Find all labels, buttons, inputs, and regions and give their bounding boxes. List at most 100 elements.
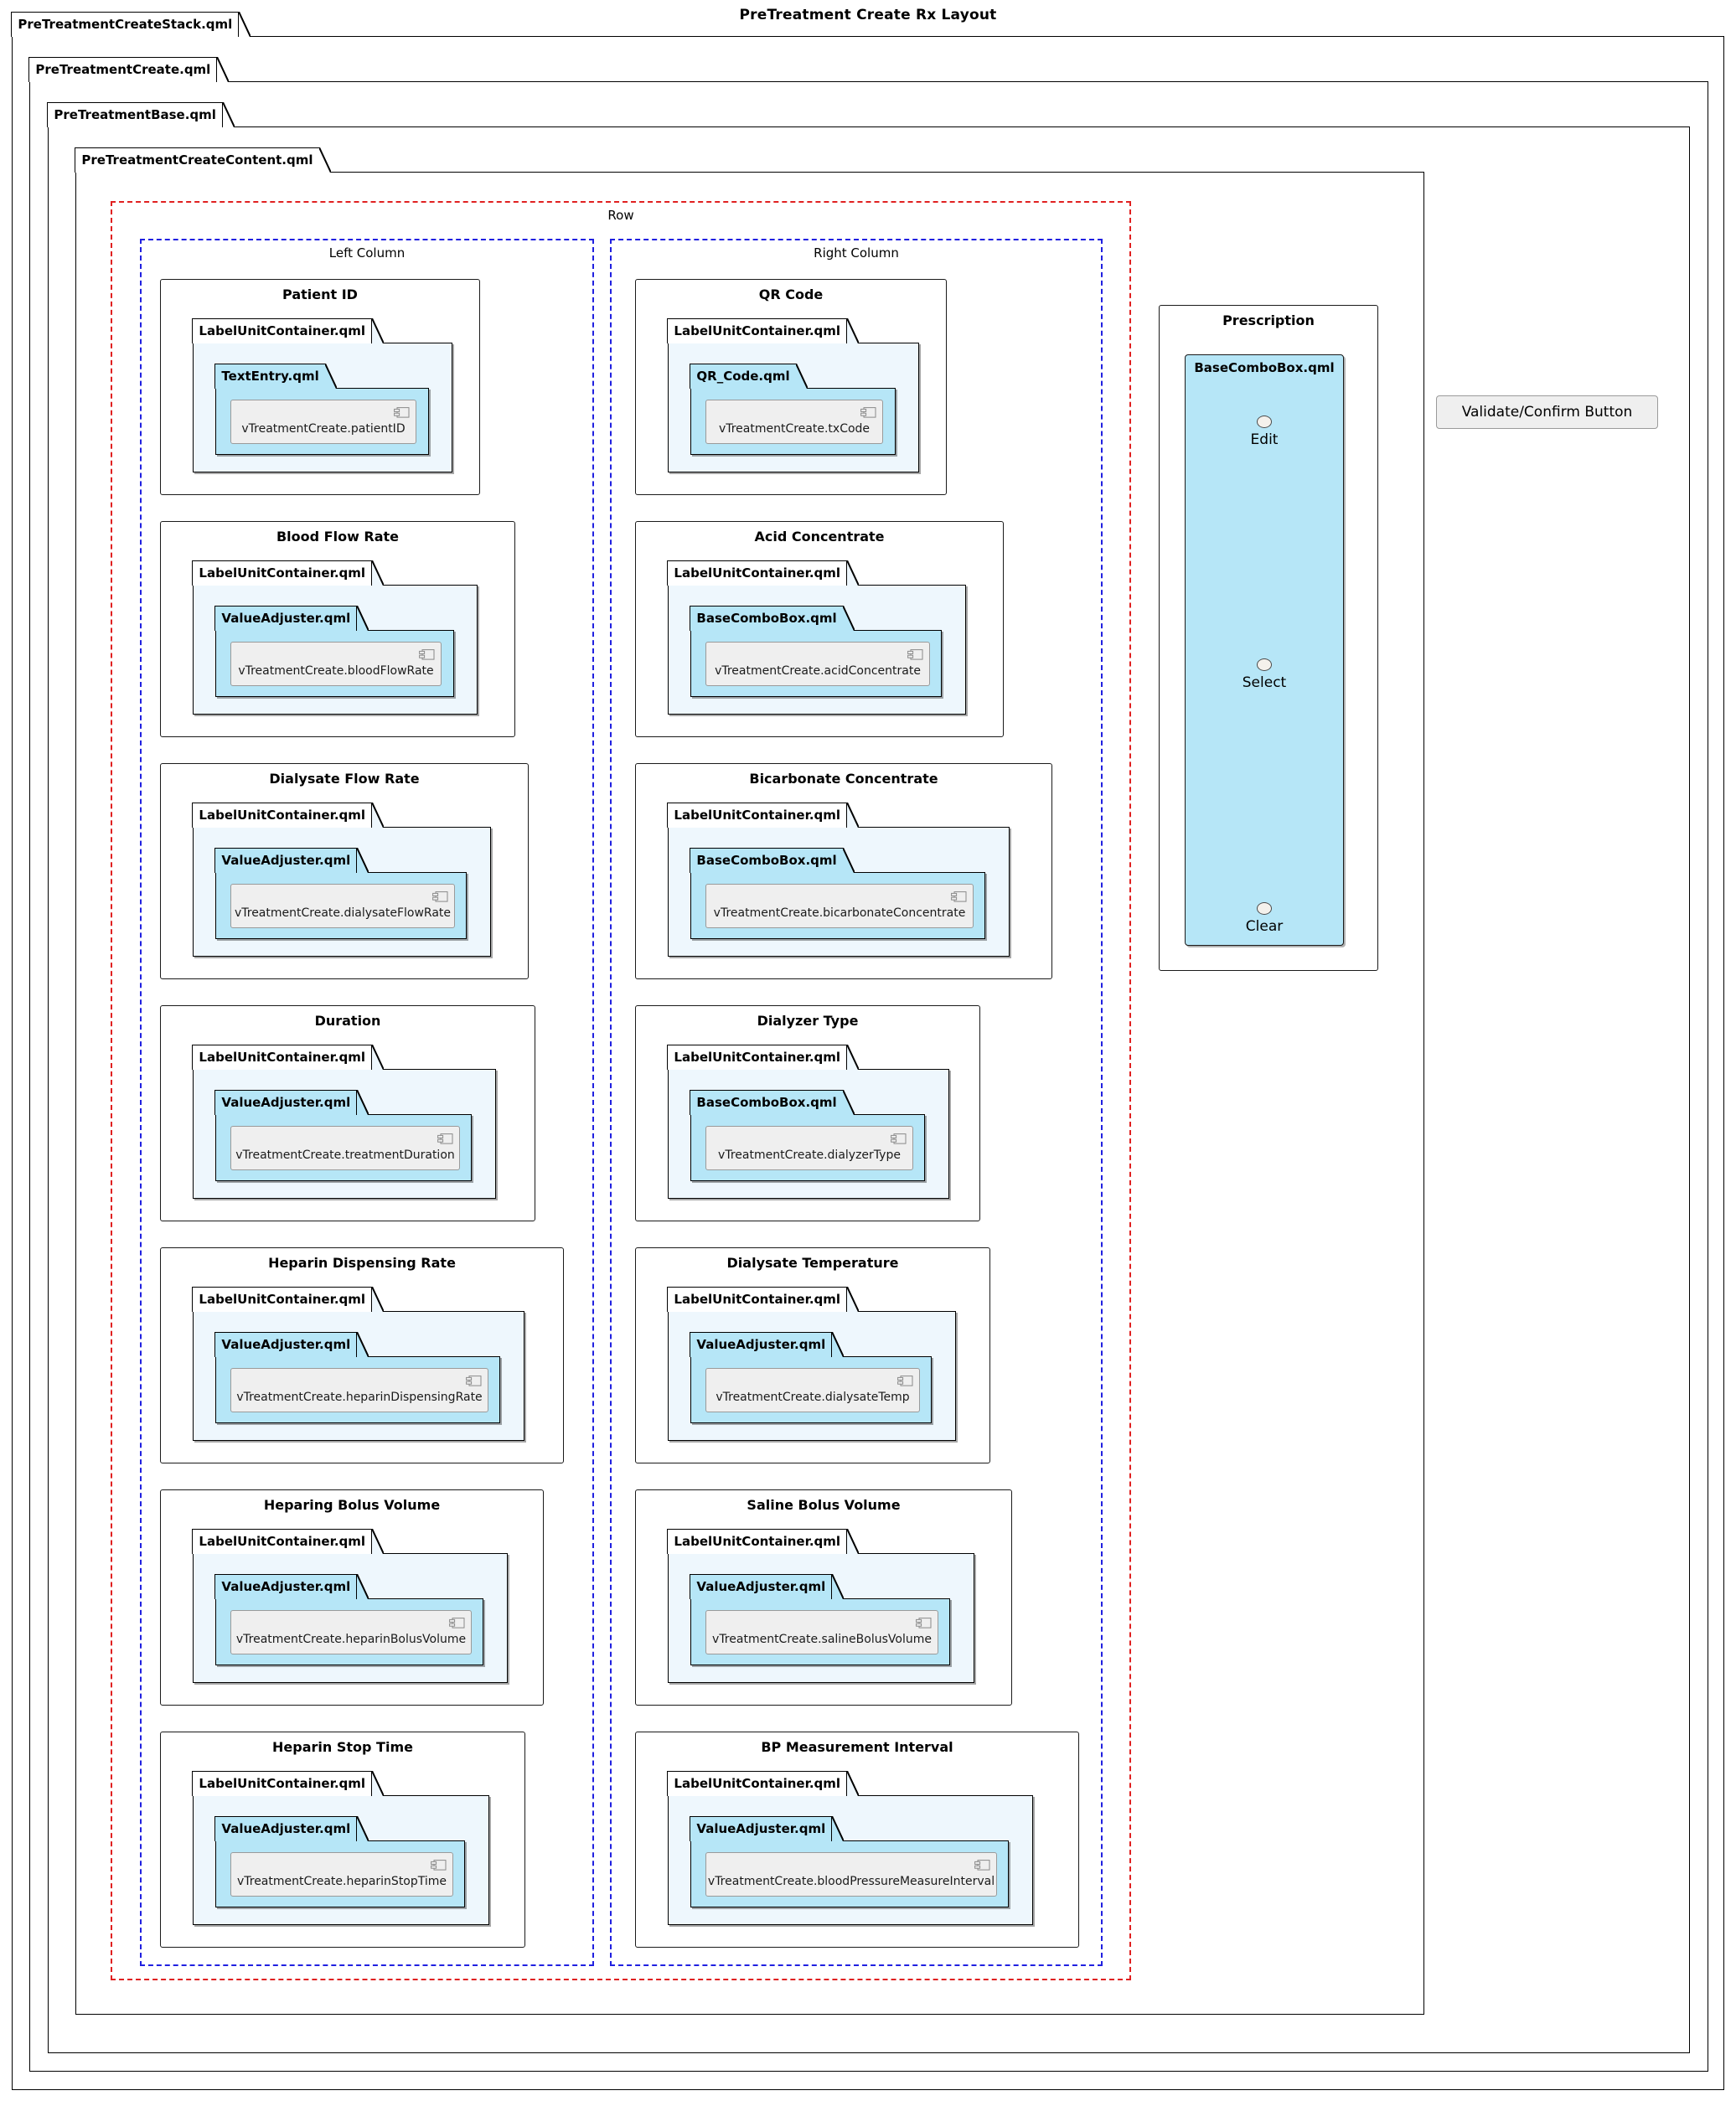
package-inner: ValueAdjuster.qml vTreatmentCreate.blood… [214, 606, 454, 697]
package-tab-label: LabelUnitContainer.qml [667, 560, 848, 586]
uml-component-icon [466, 1374, 482, 1386]
uml-component-icon [907, 648, 923, 660]
card-title: Patient ID [282, 286, 358, 302]
right-column-label: Right Column [814, 245, 899, 261]
card-bicarbonate-concentrate[interactable]: Bicarbonate Concentrate LabelUnitContain… [635, 763, 1052, 979]
package-inner: ValueAdjuster.qml vTreatmentCreate.dialy… [690, 1332, 932, 1423]
component-box[interactable]: vTreatmentCreate.heparinBolusVolume [230, 1610, 472, 1654]
package-tab-slant [357, 1332, 369, 1357]
package-tab-slant [372, 1287, 385, 1312]
package-tab-slant [847, 1045, 860, 1070]
component-box[interactable]: vTreatmentCreate.heparinStopTime [230, 1852, 453, 1897]
card-duration[interactable]: Duration LabelUnitContainer.qml ValueAdj… [160, 1005, 535, 1221]
card-dialyzer-type[interactable]: Dialyzer Type LabelUnitContainer.qml Bas… [635, 1005, 980, 1221]
package-tab-slant [223, 102, 235, 127]
package-pretreatmentcreate: PreTreatmentCreate.qml [28, 57, 1708, 2072]
combo-item-clear[interactable]: Clear [1186, 902, 1343, 935]
combo-item-select[interactable]: Select [1186, 658, 1343, 691]
package-tab-slant [357, 606, 369, 631]
card-prescription[interactable]: Prescription BaseComboBox.qml Edit Selec… [1159, 305, 1378, 971]
card-dialysate-flow-rate[interactable]: Dialysate Flow Rate LabelUnitContainer.q… [160, 763, 529, 979]
package-labelunitcontainer: LabelUnitContainer.qml ValueAdjuster.qml… [667, 1287, 956, 1441]
package-inner: BaseComboBox.qml vTreatmentCreate.acidCo… [690, 606, 942, 697]
component-box[interactable]: vTreatmentCreate.salineBolusVolume [705, 1610, 938, 1654]
left-column-frame: Left Column [140, 239, 594, 1966]
package-labelunitcontainer: LabelUnitContainer.qml ValueAdjuster.qml… [192, 1529, 508, 1683]
card-title: Dialysate Temperature [726, 1255, 899, 1271]
validate-confirm-button[interactable]: Validate/Confirm Button [1436, 395, 1658, 429]
package-tab-slant [325, 364, 338, 389]
package-labelunitcontainer: LabelUnitContainer.qml ValueAdjuster.qml… [192, 803, 491, 957]
card-title: BP Measurement Interval [761, 1739, 953, 1755]
card-bp-measurement-interval[interactable]: BP Measurement Interval LabelUnitContain… [635, 1732, 1079, 1948]
component-box[interactable]: vTreatmentCreate.acidConcentrate [705, 642, 930, 686]
package-tab-label: PreTreatmentCreate.qml [28, 57, 218, 82]
prescription-combobox[interactable]: BaseComboBox.qml Edit Select Clear [1185, 354, 1344, 946]
uml-component-icon [437, 1132, 453, 1144]
package-tab-label: ValueAdjuster.qml [214, 606, 358, 631]
card-saline-bolus-volume[interactable]: Saline Bolus Volume LabelUnitContainer.q… [635, 1489, 1012, 1706]
component-label: vTreatmentCreate.dialysateTemp [716, 1391, 910, 1404]
row-frame-label: Row [607, 208, 634, 223]
card-patient-id[interactable]: Patient ID LabelUnitContainer.qml TextEn… [160, 279, 480, 495]
component-label: vTreatmentCreate.patientID [241, 422, 406, 436]
package-tab-label: ValueAdjuster.qml [214, 848, 358, 873]
package-tab-slant [372, 803, 385, 828]
uml-component-icon [432, 890, 448, 902]
card-acid-concentrate[interactable]: Acid Concentrate LabelUnitContainer.qml … [635, 521, 1004, 737]
card-heparin-dispensing-rate[interactable]: Heparin Dispensing Rate LabelUnitContain… [160, 1247, 564, 1463]
package-tab-slant [239, 12, 251, 37]
component-box[interactable]: vTreatmentCreate.dialysateTemp [705, 1368, 920, 1412]
package-tab-label: BaseComboBox.qml [690, 1090, 844, 1115]
component-box[interactable]: vTreatmentCreate.bloodFlowRate [230, 642, 442, 686]
card-qr-code[interactable]: QR Code LabelUnitContainer.qml QR_Code.q… [635, 279, 947, 495]
package-tab-label: LabelUnitContainer.qml [192, 1045, 373, 1070]
card-heparin-bolus-volume[interactable]: Heparing Bolus Volume LabelUnitContainer… [160, 1489, 544, 1706]
card-blood-flow-rate[interactable]: Blood Flow Rate LabelUnitContainer.qml V… [160, 521, 515, 737]
package-tab-slant [832, 1574, 845, 1599]
component-label: vTreatmentCreate.heparinStopTime [236, 1875, 447, 1888]
package-labelunitcontainer: LabelUnitContainer.qml TextEntry.qml vTr… [192, 318, 452, 472]
card-title: Prescription [1222, 312, 1315, 328]
component-label: vTreatmentCreate.bloodPressureMeasureInt… [707, 1875, 995, 1888]
package-tab-label: LabelUnitContainer.qml [667, 318, 848, 343]
uml-component-icon [891, 1132, 907, 1144]
package-tab-label: LabelUnitContainer.qml [667, 1529, 848, 1554]
component-label: vTreatmentCreate.acidConcentrate [715, 664, 921, 678]
package-tab-label: ValueAdjuster.qml [690, 1332, 833, 1357]
component-box[interactable]: vTreatmentCreate.treatmentDuration [230, 1126, 460, 1170]
uml-component-icon [394, 405, 410, 418]
package-tab-label: ValueAdjuster.qml [690, 1816, 833, 1841]
card-dialysate-temperature[interactable]: Dialysate Temperature LabelUnitContainer… [635, 1247, 990, 1463]
package-tab-slant [372, 1529, 385, 1554]
uml-component-icon [951, 890, 967, 902]
component-label: vTreatmentCreate.treatmentDuration [235, 1148, 455, 1162]
bullet-icon [1257, 416, 1272, 428]
package-tab-label: LabelUnitContainer.qml [192, 1771, 373, 1796]
package-tab-slant [847, 1287, 860, 1312]
component-box[interactable]: vTreatmentCreate.patientID [230, 400, 416, 444]
component-box[interactable]: vTreatmentCreate.bloodPressureMeasureInt… [705, 1852, 997, 1897]
combo-item-label: Clear [1245, 918, 1284, 935]
component-box[interactable]: vTreatmentCreate.txCode [705, 400, 883, 444]
package-inner: ValueAdjuster.qml vTreatmentCreate.treat… [214, 1090, 472, 1181]
component-box[interactable]: vTreatmentCreate.dialyzerType [705, 1126, 913, 1170]
package-inner: ValueAdjuster.qml vTreatmentCreate.salin… [690, 1574, 950, 1665]
package-tab-label: LabelUnitContainer.qml [667, 1287, 848, 1312]
card-title: QR Code [758, 286, 824, 302]
card-title: Acid Concentrate [754, 529, 885, 545]
package-tab-slant [843, 606, 855, 631]
package-tab-label: LabelUnitContainer.qml [667, 803, 848, 828]
package-labelunitcontainer: LabelUnitContainer.qml ValueAdjuster.qml… [192, 1045, 496, 1199]
card-title: Bicarbonate Concentrate [749, 771, 938, 787]
component-box[interactable]: vTreatmentCreate.dialysateFlowRate [230, 884, 455, 928]
component-box[interactable]: vTreatmentCreate.heparinDispensingRate [230, 1368, 488, 1412]
package-inner: ValueAdjuster.qml vTreatmentCreate.hepar… [214, 1574, 483, 1665]
card-title: Heparing Bolus Volume [263, 1497, 441, 1513]
combo-item-edit[interactable]: Edit [1186, 416, 1343, 448]
package-tab-label: TextEntry.qml [214, 364, 326, 389]
package-inner: ValueAdjuster.qml vTreatmentCreate.hepar… [214, 1816, 465, 1907]
card-heparin-stop-time[interactable]: Heparin Stop Time LabelUnitContainer.qml… [160, 1732, 525, 1948]
package-tab-label: PreTreatmentBase.qml [47, 102, 223, 127]
component-box[interactable]: vTreatmentCreate.bicarbonateConcentrate [705, 884, 974, 928]
